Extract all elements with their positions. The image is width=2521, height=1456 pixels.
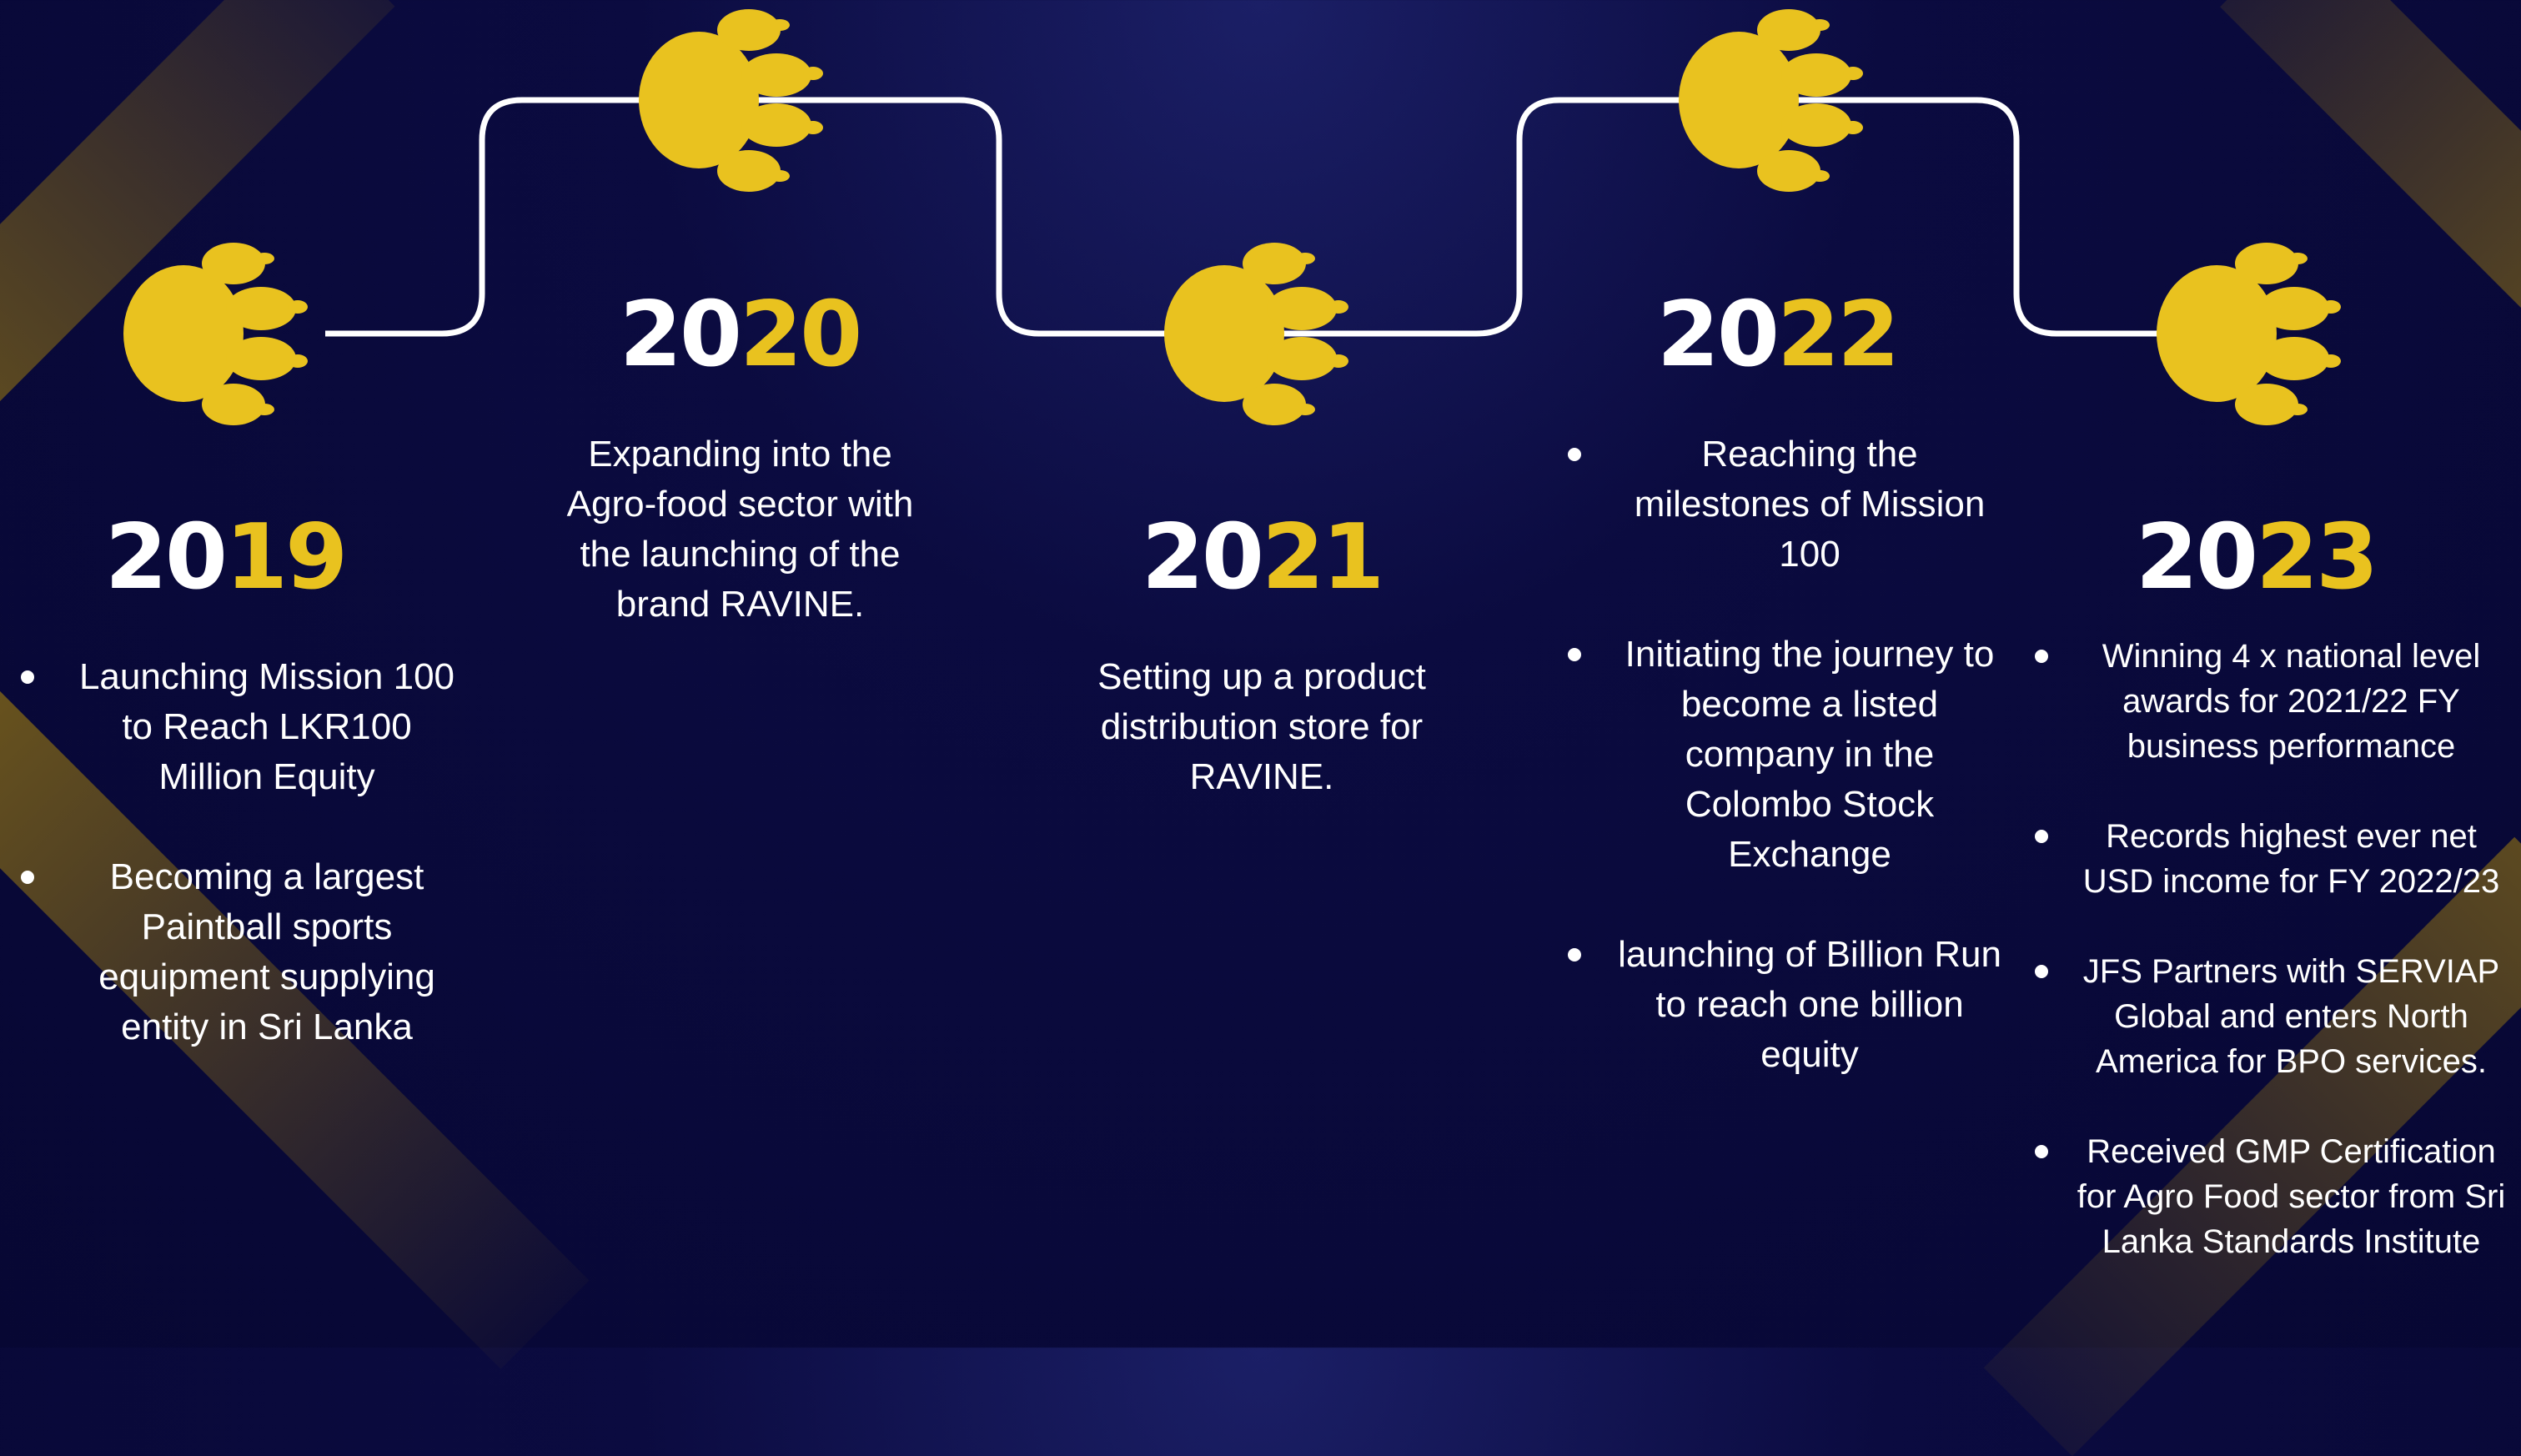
list-item: Launching Mission 100 to Reach LKR100 Mi… <box>21 652 463 802</box>
list-item: Initiating the journey to become a liste… <box>1568 630 2001 880</box>
list-item: Reaching the milestones of Mission 100 <box>1568 429 2001 580</box>
list-item: Records highest ever net USD income for … <box>2035 814 2506 904</box>
paw-print-icon <box>1164 243 1348 425</box>
year-heading-2022: 2022 <box>1656 283 1901 387</box>
milestone-list-2023: Winning 4 x national level awards for 20… <box>2035 634 2506 1309</box>
milestone-list-2022: Reaching the milestones of Mission 100 I… <box>1568 429 2001 1130</box>
list-item: Winning 4 x national level awards for 20… <box>2035 634 2506 769</box>
list-item: Received GMP Certification for Agro Food… <box>2035 1129 2506 1264</box>
paw-print-icon <box>1679 9 1863 192</box>
year-heading-2020: 2020 <box>619 283 863 387</box>
year-heading-2023: 2023 <box>2135 505 2379 610</box>
year-heading-2019: 2019 <box>104 505 349 610</box>
milestone-description-2021: Setting up a product distribution store … <box>1097 656 1426 797</box>
milestone-list-2019: Launching Mission 100 to Reach LKR100 Mi… <box>21 652 463 1102</box>
milestone-description-2020: Expanding into the Agro-food sector with… <box>566 434 914 625</box>
list-item: launching of Billion Run to reach one bi… <box>1568 930 2001 1080</box>
year-heading-2021: 2021 <box>1141 505 1385 610</box>
list-item: Becoming a largest Paintball sports equi… <box>21 852 463 1052</box>
paw-print-icon <box>639 9 823 192</box>
list-item: JFS Partners with SERVIAP Global and ent… <box>2035 949 2506 1084</box>
paw-print-icon <box>2157 243 2341 425</box>
paw-print-icon <box>123 243 308 425</box>
